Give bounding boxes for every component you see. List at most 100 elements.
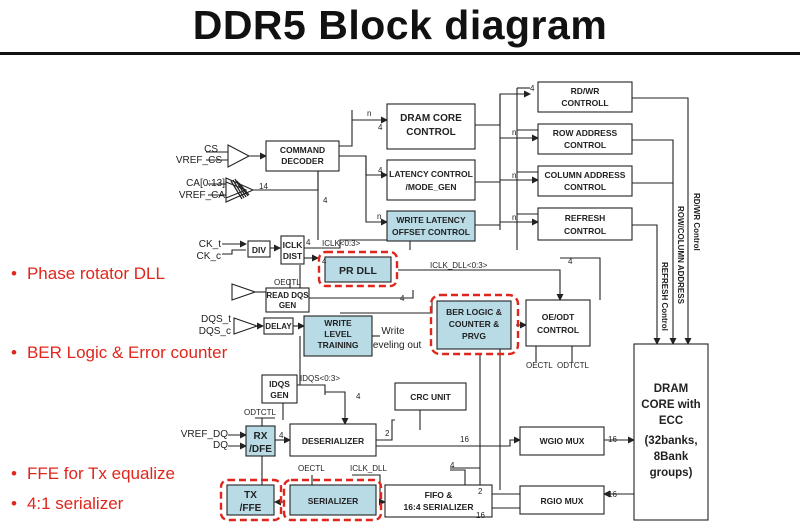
pr-dll-label: PR DLL (339, 265, 378, 277)
vref-cs-signal-label: VREF_CS (176, 155, 222, 166)
bus-width-2-2: 2 (478, 487, 483, 496)
dram-core-control-label-2: CONTROL (406, 127, 455, 138)
ber-logic-label-1: BER LOGIC & (446, 307, 502, 317)
row-address-block (537, 123, 633, 155)
ber-logic-label-3: PRVG (462, 331, 486, 341)
bus-width-n-5: n (512, 213, 516, 222)
dram-core-ecc-label-4: (32banks, (644, 435, 697, 447)
bullet-dot: • (11, 494, 17, 513)
deserializer-label: DESERIALIZER (302, 436, 364, 446)
rgio-mux-label: RGIO MUX (541, 496, 584, 506)
dram-core-control-label-1: DRAM CORE (400, 113, 462, 124)
dram-core-ecc-label-5: 8Bank (654, 451, 689, 463)
rgio-mux-block (519, 485, 605, 515)
refresh-control-label-2: CONTROL (564, 226, 606, 236)
bus-width-n-2: n (377, 212, 381, 221)
bus-width-4-11: 4 (450, 461, 455, 470)
pr-dll-block (324, 256, 392, 283)
bus-width-4-3: 4 (323, 196, 328, 205)
pr-dll-highlight (317, 250, 399, 288)
iclk-signal-label: ICLK<0:3> (322, 239, 361, 248)
wgio-mux-block (519, 426, 605, 456)
read-dqs-gen-block (265, 287, 310, 313)
bus-width-4-5: 4 (306, 238, 311, 247)
iclk-dll-signal-label: ICLK_DLL<0:3> (430, 261, 488, 270)
ca-signal-label: CA[0:13] (186, 178, 225, 189)
bullet-ffe: •FFE for Tx equalize (11, 464, 175, 484)
latency-control-label-2: /MODE_GEN (405, 182, 456, 192)
idqs-gen-label-2: GEN (270, 390, 288, 400)
rdwr-control-label-1: RD/WR (571, 86, 600, 96)
latency-control-label-1: LATENCY CONTROL (389, 169, 473, 179)
dram-core-ecc-label-6: groups) (650, 467, 693, 479)
write-latency-label-2: OFFSET CONTROL (392, 227, 470, 237)
serializer-block (289, 484, 377, 516)
bullet-serializer: • 4:1 serializer (11, 494, 123, 514)
column-address-label-1: COLUMN ADDRESS (545, 170, 626, 180)
iclk-dist-label-2: DIST (283, 251, 303, 261)
write-latency-label-1: WRITE LATENCY (396, 215, 466, 225)
dqs-t-signal-label: DQS_t (201, 314, 231, 325)
write-latency-block (386, 210, 476, 242)
refresh-control-block (537, 207, 633, 241)
bus-width-4-7: 4 (322, 257, 327, 266)
cs-signal-label: CS (204, 144, 218, 155)
dram-core-ecc-label-3: ECC (659, 415, 683, 427)
bus-width-16-4: 16 (476, 511, 485, 520)
oe-odt-label-1: OE/ODT (542, 312, 575, 322)
iclk-dist-label-1: ICLK (283, 240, 304, 250)
deserializer-block (289, 423, 377, 457)
delay-block (263, 317, 294, 335)
bullet-text: FFE for Tx equalize (26, 464, 175, 483)
idqs-gen-block (261, 374, 298, 404)
title-divider (0, 52, 800, 55)
rdwr-control-label-2: CONTROLL (561, 98, 608, 108)
idqs-gen-label-1: IDQS (269, 379, 290, 389)
dram-core-ecc-label-2: CORE with (641, 399, 700, 411)
write-level-label-1: WRITE (324, 318, 352, 328)
iclk-dist-block (280, 235, 305, 265)
ber-logic-label-2: COUNTER & (449, 319, 500, 329)
bullet-ber-logic: •BER Logic & Error counter (11, 343, 227, 363)
bullet-phase-rotator: •Phase rotator DLL (11, 264, 165, 284)
write-level-block (303, 315, 373, 357)
odtctl-bottom-signal-label: ODTCTL (557, 361, 590, 370)
ck-c-signal-label: CK_c (197, 251, 221, 262)
bus-width-4-10: 4 (279, 431, 284, 440)
bus-width-n-4: n (512, 171, 516, 180)
page-title: DDR5 Block diagram (192, 2, 608, 48)
dram-core-control-block (386, 103, 476, 150)
bus-width-16-3: 16 (608, 490, 617, 499)
rx-dfe-label-1: RX (254, 431, 268, 442)
row-column-vertical-label: ROW/COLUMN ADDRESS (676, 206, 685, 305)
vref-dq-signal-label: VREF_DQ (181, 429, 228, 440)
write-leveling-label-2: leveling out (371, 340, 422, 351)
latency-control-block (386, 159, 476, 201)
bullet-dot: • (11, 343, 17, 362)
bus-width-14: 14 (259, 182, 268, 191)
vref-ca-signal-label: VREF_CA (179, 190, 225, 201)
div-label: DIV (252, 245, 267, 255)
refresh-control-label-1: REFRESH (565, 213, 606, 223)
column-address-block (537, 165, 633, 197)
rx-dfe-label-2: /DFE (249, 444, 272, 455)
bus-width-n-1: n (367, 109, 371, 118)
bus-width-4-9: 4 (356, 392, 361, 401)
bus-width-4-1: 4 (378, 123, 383, 132)
rdwr-control-block (537, 81, 633, 113)
oectl-top-signal-label: OECTL (274, 278, 301, 287)
wgio-mux-label: WGIO MUX (540, 436, 585, 446)
crc-unit-label: CRC UNIT (410, 392, 451, 402)
bus-width-4-2: 4 (378, 166, 383, 175)
read-dqs-gen-label-1: READ DQS (266, 291, 309, 300)
oectl-bottom-signal-label: OECTL (526, 361, 553, 370)
read-dqs-gen-label-2: GEN (279, 301, 297, 310)
bus-width-n-3: n (512, 128, 516, 137)
rdwr-control-vertical-label: RD/WR Control (692, 193, 701, 251)
iclk-dll-ser-signal-label: ICLK_DLL (350, 464, 387, 473)
dram-core-ecc-block (633, 343, 709, 521)
fifo-label-2: 16:4 SERIALIZER (404, 502, 474, 512)
bullet-text: 4:1 serializer (26, 494, 124, 513)
tx-ffe-highlight (219, 478, 283, 522)
